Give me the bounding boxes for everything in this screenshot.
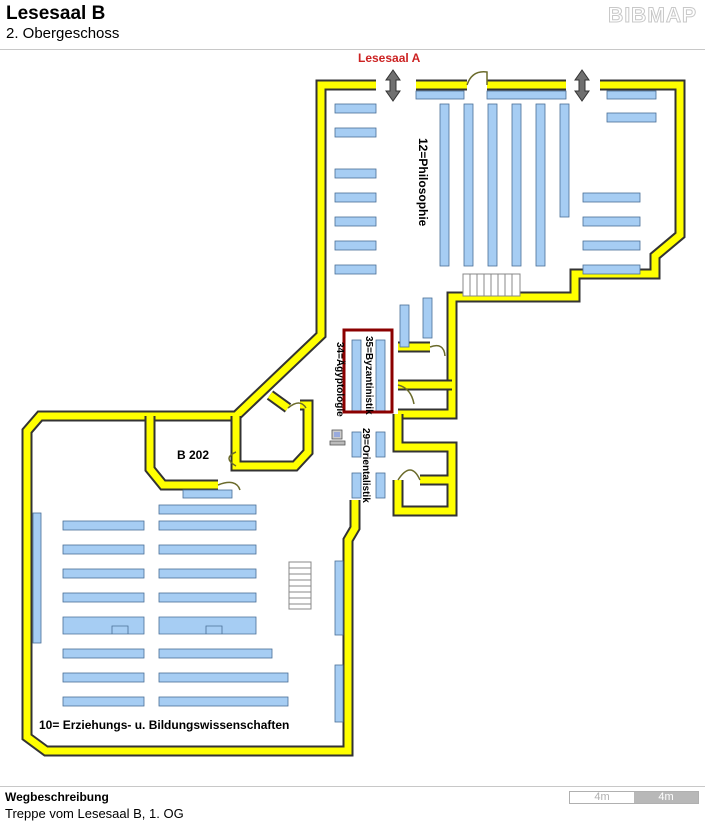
highlight-box-byzantinistik[interactable] (342, 328, 394, 414)
room-b202-label[interactable]: B 202 (177, 448, 209, 462)
room-wall (394, 343, 456, 515)
double-arrow-icon[interactable] (385, 69, 401, 102)
shelves-erziehung (32, 489, 344, 723)
double-arrow-icon[interactable] (574, 69, 590, 102)
page-title: Lesesaal B (6, 3, 106, 24)
floor-subtitle: 2. Obergeschoss (6, 25, 120, 42)
scale-bar: 4m 4m (569, 791, 699, 804)
lesesaal-a-label[interactable]: Lesesaal A (358, 51, 421, 65)
shelves-philosophie (334, 90, 657, 275)
door-icon (217, 71, 488, 491)
room-b202-wall (146, 401, 312, 489)
computer-icon (329, 429, 346, 446)
stairs-icon (288, 561, 312, 610)
aegyptologie-label[interactable]: 34=Ägyptologie (334, 342, 347, 417)
header-divider (0, 49, 705, 50)
stairs-icon (462, 273, 521, 297)
directions-title: Wegbeschreibung (5, 790, 109, 804)
shelves-middle (351, 297, 433, 499)
directions-route: Treppe vom Lesesaal B, 1. OG (5, 806, 184, 821)
byzantinistik-label[interactable]: 35=Byzantinistik (363, 336, 374, 415)
room-wall (392, 341, 458, 517)
scale-bar-right: 4m (634, 792, 698, 803)
philosophie-label[interactable]: 12=Philosophie (416, 138, 430, 227)
orientalistik-label[interactable]: 29=Orientalistik (360, 428, 371, 503)
footer-divider (0, 786, 705, 787)
room-wall (267, 392, 291, 411)
outer-wall (23, 81, 376, 755)
erziehung-label[interactable]: 10= Erziehungs- u. Bildungswissenschafte… (39, 718, 289, 732)
brand-logo: BIBMAP (608, 4, 697, 28)
scale-bar-left: 4m (570, 792, 634, 803)
